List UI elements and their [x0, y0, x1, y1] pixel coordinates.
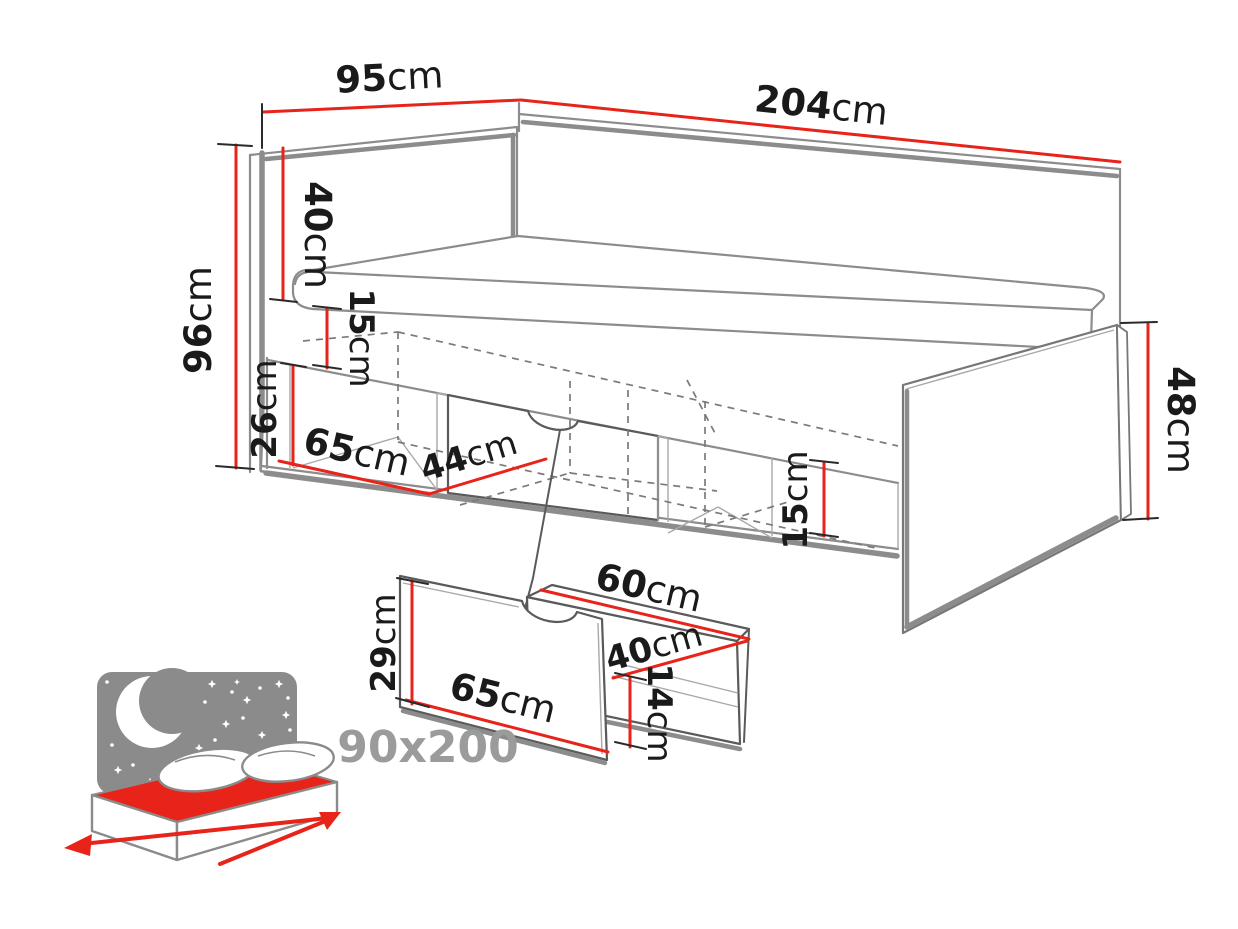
- dim-drawer-side-height: 14cm: [639, 663, 679, 762]
- dim-niche-height: 26cm: [245, 359, 285, 458]
- dim-headboard-width: 95cm: [334, 53, 444, 102]
- dimension-lines: [215, 98, 1159, 754]
- dim-headboard-above-mattress: 40cm: [296, 181, 339, 289]
- icon-pillows: [157, 741, 335, 793]
- night-bed-icon: [64, 668, 341, 866]
- dim-overall-height: 96cm: [177, 266, 220, 374]
- hidden-drawer-outline: [302, 331, 899, 550]
- dim-base-height: 15cm: [776, 450, 816, 549]
- dim-drawer-front-height: 29cm: [364, 593, 404, 692]
- moon-icon: [116, 668, 205, 748]
- footboard: [901, 323, 1132, 635]
- dim-bed-length: 204cm: [753, 77, 890, 134]
- dim-side-rail-height: 15cm: [341, 288, 381, 387]
- drawer-front-panel: [398, 574, 609, 762]
- icon-dimension-arrows: [64, 812, 341, 866]
- dim-footboard-height: 48cm: [1159, 366, 1202, 474]
- bed-structure: [248, 101, 1132, 635]
- mattress-size-label: 90x200: [337, 722, 518, 773]
